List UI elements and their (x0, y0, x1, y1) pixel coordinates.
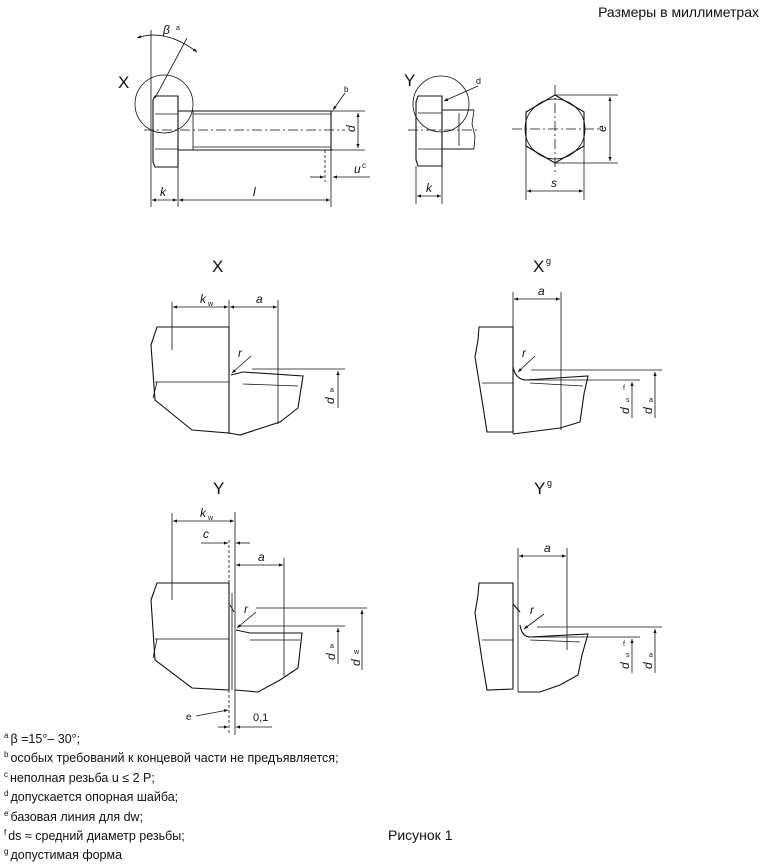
svg-text:f: f (623, 385, 625, 392)
dim-s: s (551, 176, 557, 190)
svg-text:g: g (547, 478, 552, 488)
detail-y: Y k w c a r d a d w e 0,1 (150, 479, 367, 735)
detail-x: X k w a r d a (150, 257, 345, 436)
svg-text:a: a (330, 387, 334, 394)
svg-text:s: s (626, 397, 630, 404)
detail-y-alt: Y g a r d s f d a (474, 478, 662, 693)
detail-x-title: X (212, 257, 223, 276)
detail-xg-title: X (533, 257, 544, 276)
dim-k-washer: k (426, 181, 433, 195)
technical-drawing: X β a b d u c (118, 23, 662, 735)
svg-text:d: d (641, 662, 655, 669)
detail-yg-title: Y (534, 479, 545, 498)
svg-text:w: w (207, 515, 214, 522)
svg-text:d: d (641, 407, 655, 414)
svg-text:k: k (200, 292, 207, 306)
svg-text:r: r (244, 602, 249, 616)
svg-text:d: d (476, 76, 481, 86)
svg-text:d: d (324, 653, 338, 660)
svg-text:e: e (186, 712, 192, 723)
bolt-side-view: X β a b d u c (118, 23, 370, 207)
units-label: Размеры в миллиметрах (598, 4, 759, 20)
svg-text:r: r (238, 346, 243, 360)
svg-text:a: a (544, 541, 551, 555)
svg-text:a: a (256, 292, 263, 306)
svg-text:0,1: 0,1 (253, 712, 268, 724)
detail-x-alt: X g a r d s f d a (474, 256, 662, 435)
dim-d: d (344, 125, 358, 132)
svg-text:a: a (258, 550, 265, 564)
svg-text:c: c (362, 161, 366, 170)
svg-text:r: r (530, 603, 535, 617)
svg-text:a: a (538, 284, 545, 298)
hex-end-view: e s (512, 85, 618, 200)
svg-text:d: d (618, 662, 632, 669)
svg-text:c: c (203, 527, 209, 541)
svg-text:s: s (626, 652, 630, 659)
svg-text:w: w (353, 649, 360, 656)
svg-text:k: k (200, 506, 207, 520)
angle-label: β (162, 23, 170, 37)
svg-text:f: f (623, 641, 625, 648)
detail-y-title: Y (213, 479, 224, 498)
dim-e: e (595, 125, 609, 132)
svg-text:r: r (522, 346, 527, 360)
svg-text:g: g (546, 256, 551, 266)
svg-text:d: d (323, 397, 337, 404)
dim-u: u (354, 162, 361, 176)
detail-marker-y: Y (404, 71, 415, 90)
dim-k: k (160, 185, 167, 199)
svg-text:a: a (649, 652, 653, 659)
svg-text:a: a (649, 397, 653, 404)
bolt-washer-view: Y d k (404, 71, 481, 204)
svg-text:w: w (207, 301, 214, 308)
dim-l: l (253, 185, 256, 199)
figure-caption: Рисунок 1 (388, 827, 453, 843)
svg-text:a: a (330, 643, 334, 650)
svg-text:a: a (176, 25, 180, 32)
svg-text:d: d (349, 659, 363, 666)
detail-marker-x: X (118, 73, 129, 92)
svg-text:b: b (344, 85, 349, 94)
svg-text:d: d (618, 407, 632, 414)
